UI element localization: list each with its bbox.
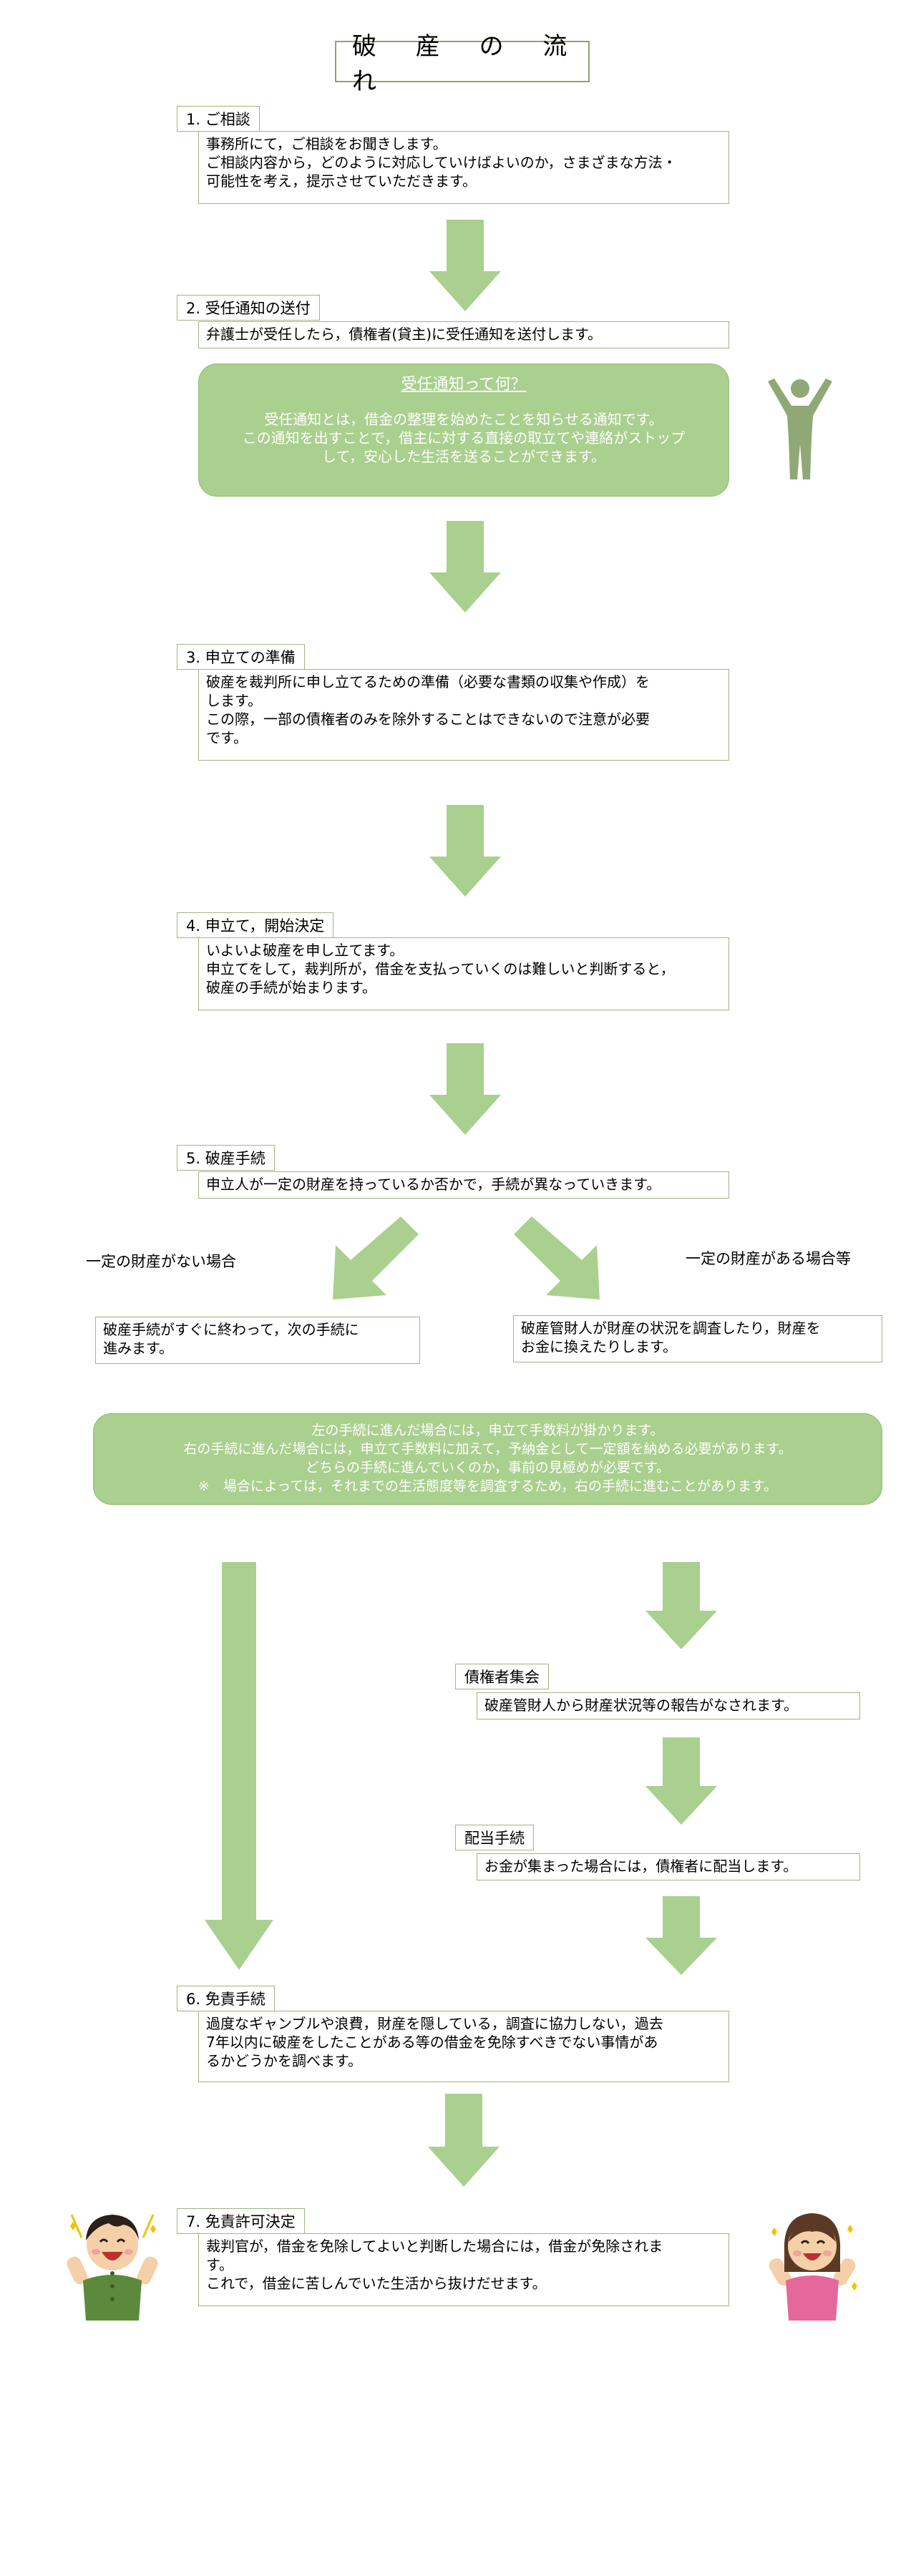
- text-line: るかどうかを調べます。: [206, 2052, 362, 2069]
- step-5-label: 5. 破産手続: [177, 1145, 275, 1171]
- text-line: お金が集まった場合には，債権者に配当します。: [484, 1858, 798, 1875]
- text-line: この通知を出すことで，借主に対する直接の取立てや連絡がストップ: [242, 429, 686, 447]
- down-arrow-icon: [429, 220, 501, 311]
- text-line: いよいよ破産を申し立てます。: [206, 942, 404, 959]
- notice-heading: 受任通知って何？: [401, 376, 527, 394]
- text-line: ※ 場合によっては，それまでの生活態度等を調査するため，右の手続に進むことがあり…: [198, 1478, 778, 1494]
- down-arrow-icon: [429, 1043, 501, 1135]
- branch-left-box: 破産手続がすぐに終わって，次の手続に 進みます。: [95, 1317, 420, 1364]
- text-line: します。: [206, 692, 262, 709]
- text-line: 破産の手続が始まります。: [206, 979, 376, 996]
- down-arrow-icon: [429, 805, 501, 897]
- notice-box: 受任通知って何？ 受任通知とは，借金の整理を始めたことを知らせる通知です。 この…: [198, 364, 729, 497]
- text-line: 進みます。: [103, 1340, 173, 1357]
- happy-boy-icon: [67, 2214, 158, 2321]
- creditors-meeting-box: 破産管財人から財産状況等の報告がなされます。: [477, 1692, 860, 1719]
- text-line: どちらの手続に進んでいくのか，事前の見極めが必要です。: [305, 1460, 670, 1475]
- distribution-label: 配当手続: [455, 1825, 534, 1850]
- text-line: 受任通知とは，借金の整理を始めたことを知らせる通知です。: [264, 411, 663, 428]
- text-line: 裁判官が，借金を免除してよいと判断した場合には，借金が免除されま: [206, 2238, 663, 2255]
- branch-right-label: 一定の財産がある場合等: [686, 1250, 851, 1267]
- text-line: 可能性を考え，提示させていただきます。: [206, 172, 477, 190]
- text-line: 破産管財人が財産の状況を調査したり，財産を: [521, 1319, 821, 1337]
- person-raising-arms-icon: [768, 379, 832, 479]
- text-line: 弁護士が受任したら，債権者(貸主)に受任通知を送付します。: [206, 326, 603, 343]
- text-line: す。: [206, 2256, 233, 2273]
- long-down-arrow-icon: [205, 1562, 273, 1970]
- text-line: して，安心した生活を送ることができます。: [322, 448, 605, 465]
- text-line: です。: [206, 729, 248, 746]
- text-line: 申立てをして，裁判所が，借金を支払っていくのは難しいと判断すると，: [206, 960, 675, 977]
- text-line: 申立人が一定の財産を持っているか否かで，手続が異なっていきます。: [206, 1176, 661, 1193]
- branch-left-label: 一定の財産がない場合: [86, 1253, 236, 1270]
- down-arrow-icon: [645, 1737, 717, 1825]
- text-line: 事務所にて，ご相談をお聞きします。: [206, 135, 447, 152]
- down-arrow-icon: [645, 1896, 717, 1975]
- down-arrow-icon: [428, 2094, 500, 2187]
- text-line: この際，一部の債権者のみを除外することはできないので注意が必要: [206, 711, 650, 728]
- step-3-label: 3. 申立ての準備: [177, 644, 305, 670]
- happy-girl-icon: [769, 2213, 857, 2321]
- text-line: ご相談内容から，どのように対応していけばよいのか，さまざまな方法・: [206, 154, 677, 171]
- step-2-label: 2. 受任通知の送付: [177, 295, 320, 321]
- step-5-box: 申立人が一定の財産を持っているか否かで，手続が異なっていきます。: [198, 1171, 729, 1199]
- text-line: 左の手続に進んだ場合には，申立て手数料が掛かります。: [311, 1423, 664, 1438]
- branch-note-box: 左の手続に進んだ場合には，申立て手数料が掛かります。 右の手続に進んだ場合には，…: [93, 1413, 882, 1505]
- text-line: 7年以内に破産をしたことがある等の借金を免除すべきでない事情があ: [206, 2034, 658, 2051]
- text-line: 破産管財人から財産状況等の報告がなされます。: [484, 1697, 798, 1714]
- diagonal-arrow-left-icon: [333, 1216, 419, 1299]
- down-arrow-icon: [429, 521, 501, 613]
- step-7-box: 裁判官が，借金を免除してよいと判断した場合には，借金が免除されま す。 これで，…: [198, 2233, 729, 2306]
- text-line: 破産手続がすぐに終わって，次の手続に: [103, 1321, 359, 1338]
- text-line: これで，借金に苦しんでいた生活から抜けだせます。: [206, 2275, 547, 2292]
- down-arrow-icon: [645, 1562, 717, 1649]
- text-line: 過度なギャンブルや浪費，財産を隠している，調査に協力しない，過去: [206, 2015, 663, 2032]
- step-4-label: 4. 申立て，開始決定: [177, 912, 334, 938]
- diagonal-arrow-right-icon: [514, 1216, 600, 1299]
- step-4-box: いよいよ破産を申し立てます。 申立てをして，裁判所が，借金を支払っていくのは難し…: [198, 937, 729, 1010]
- step-2-box: 弁護士が受任したら，債権者(貸主)に受任通知を送付します。: [198, 321, 729, 348]
- step-1-label: 1. ご相談: [177, 106, 260, 132]
- step-3-box: 破産を裁判所に申し立てるための準備（必要な書類の収集や作成）を します。 この際…: [198, 669, 729, 761]
- text-line: 右の手続に進んだ場合には，申立て手数料に加えて，予納金として一定額を納める必要が…: [183, 1441, 792, 1457]
- page-title: 破 産 の 流 れ: [335, 32, 590, 96]
- branch-right-box: 破産管財人が財産の状況を調査したり，財産を お金に換えたりします。: [513, 1315, 882, 1362]
- creditors-meeting-label: 債権者集会: [455, 1664, 549, 1689]
- step-1-box: 事務所にて，ご相談をお聞きします。 ご相談内容から，どのように対応していけばよい…: [198, 131, 729, 204]
- step-7-label: 7. 免責許可決定: [177, 2208, 305, 2234]
- text-line: 破産を裁判所に申し立てるための準備（必要な書類の収集や作成）を: [206, 673, 650, 691]
- distribution-box: お金が集まった場合には，債権者に配当します。: [477, 1853, 860, 1880]
- step-6-label: 6. 免責手続: [177, 1986, 275, 2011]
- text-line: お金に換えたりします。: [521, 1338, 677, 1355]
- step-6-box: 過度なギャンブルや浪費，財産を隠している，調査に協力しない，過去 7年以内に破産…: [198, 2011, 729, 2082]
